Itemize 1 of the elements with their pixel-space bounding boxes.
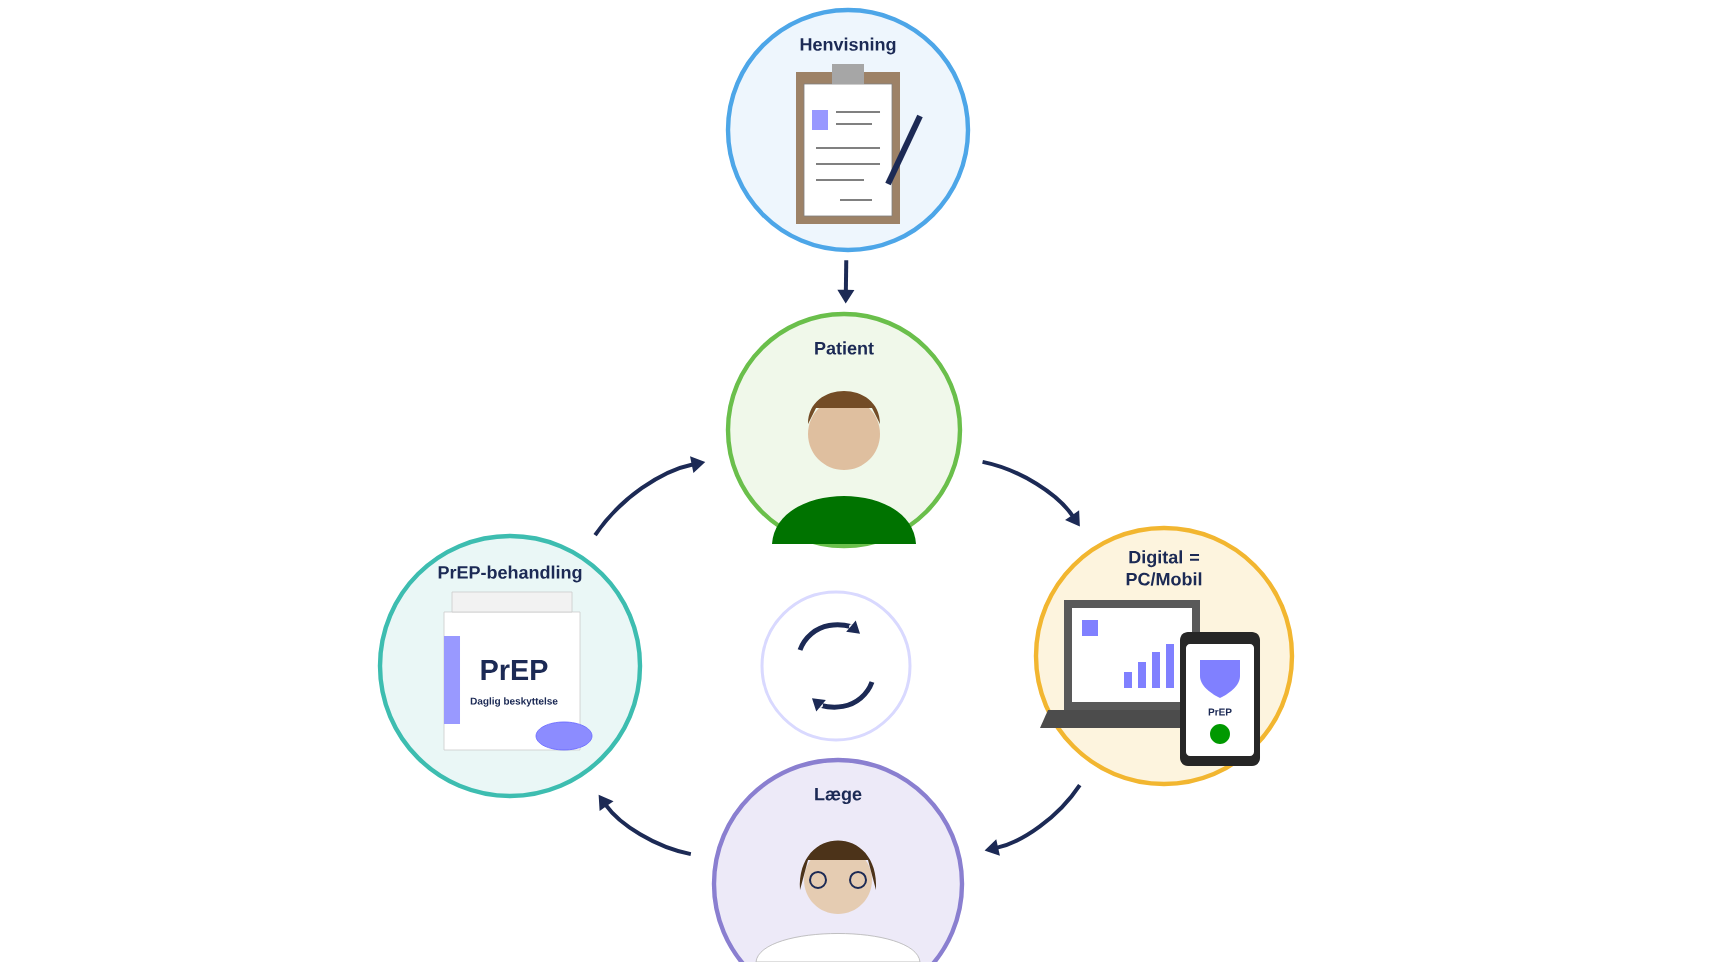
product-label: PrEP	[481, 660, 548, 680]
